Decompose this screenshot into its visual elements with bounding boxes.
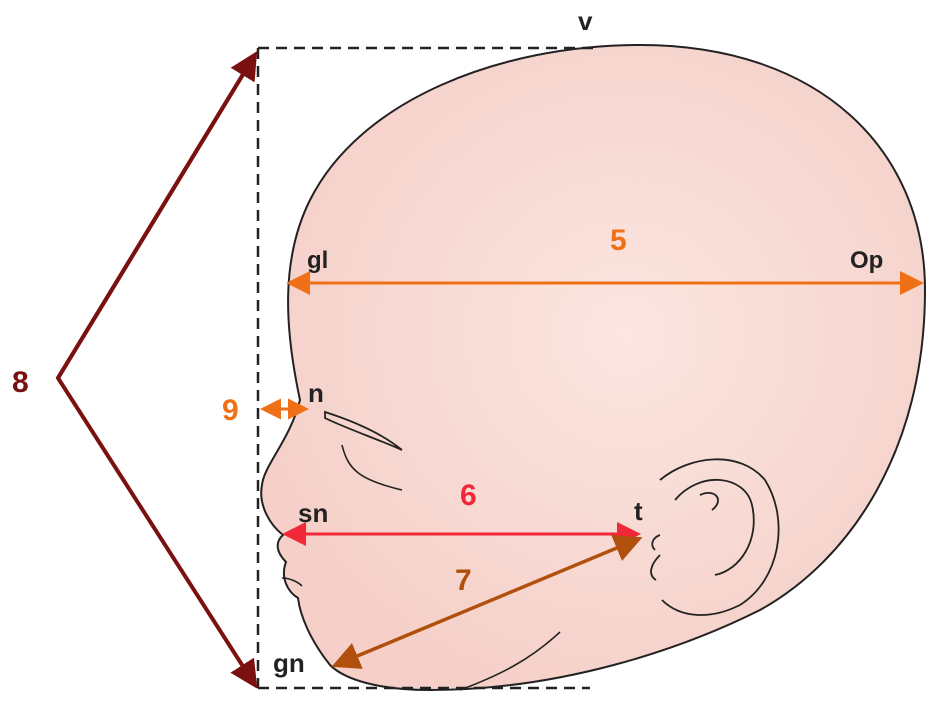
measurement-8-label: 8 (12, 366, 29, 399)
label-op: Op (850, 247, 883, 274)
measurement-8-arrow-top (56, 51, 258, 380)
label-sn: sn (298, 498, 328, 528)
measurement-5-label: 5 (610, 224, 627, 257)
label-gl: gl (307, 247, 328, 274)
measurement-6-label: 6 (460, 479, 477, 512)
head-outline (260, 43, 927, 692)
eye-line (324, 410, 403, 451)
label-v: v (578, 6, 593, 36)
mouth-line (281, 577, 303, 587)
measurement-8-arrows (55, 56, 258, 689)
measurement-7-arrow (331, 535, 643, 669)
measurement-9-label: 9 (222, 394, 239, 427)
ear (650, 458, 780, 616)
measurement-7-label: 7 (455, 564, 472, 597)
label-gn: gn (273, 648, 305, 678)
cheek-line (341, 444, 403, 491)
label-t: t (634, 496, 643, 526)
label-n: n (308, 378, 324, 408)
